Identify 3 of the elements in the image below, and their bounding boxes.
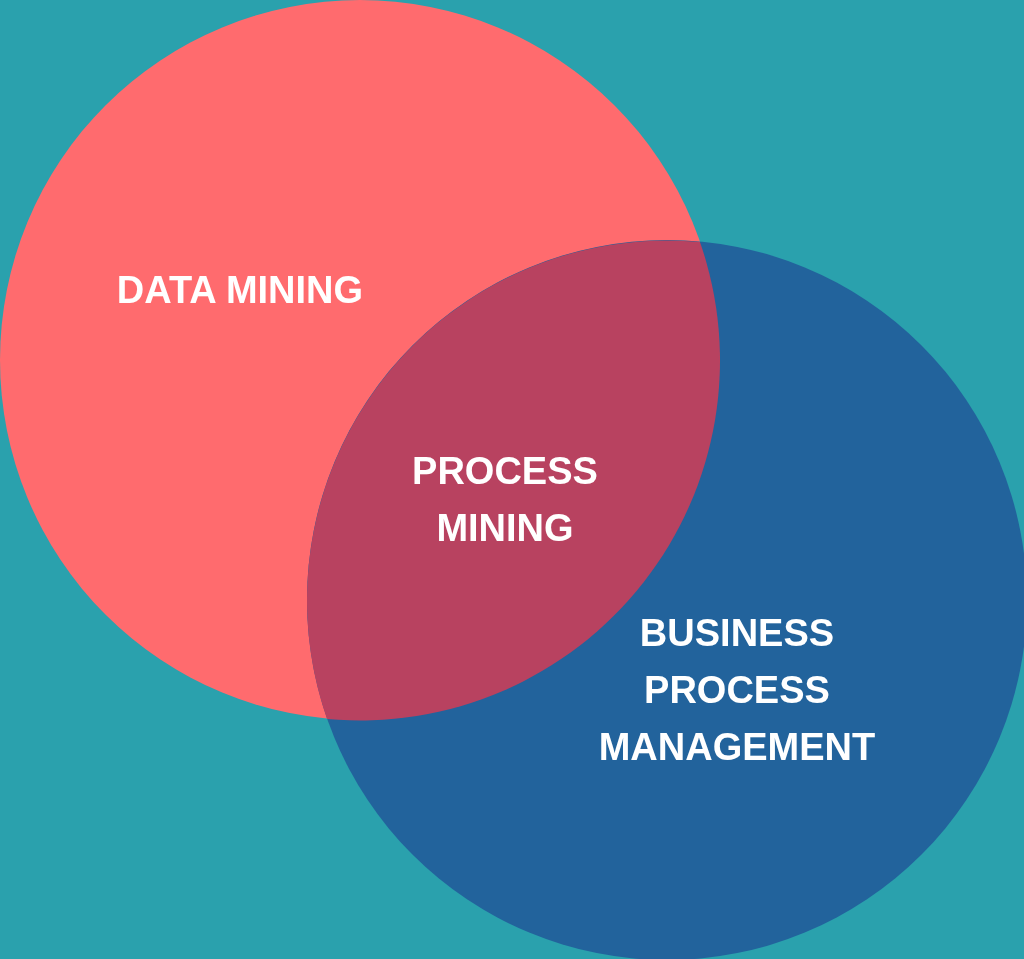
venn-label: BUSINESS PROCESS MANAGEMENT — [597, 610, 877, 770]
venn-label: DATA MINING — [115, 267, 365, 313]
venn-label: PROCESS MINING — [411, 449, 599, 551]
